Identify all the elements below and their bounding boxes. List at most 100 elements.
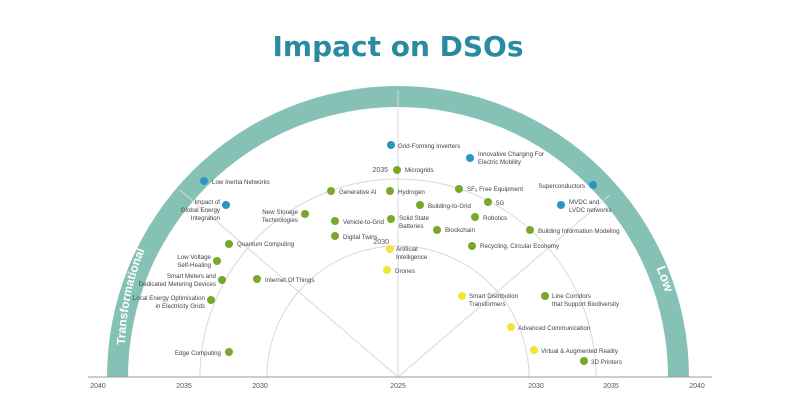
technology-label: Building-to-Grid (428, 203, 472, 210)
technology-point: SF₆ Free Equipment (455, 185, 523, 193)
technology-dot (580, 357, 588, 365)
grid-spoke-left (179, 189, 399, 378)
technology-point: Microgrids (393, 166, 434, 174)
technology-dot (331, 232, 339, 240)
technology-label: SF₆ Free Equipment (467, 186, 523, 193)
technology-label: Virtual & Augmented Reality (541, 348, 619, 355)
technology-label: Robotics (483, 215, 507, 222)
technology-label: Edge Computing (175, 350, 222, 357)
axis-label: 2025 (390, 383, 406, 390)
axis-label: 2030 (528, 383, 544, 390)
technology-dot (200, 177, 208, 185)
technology-point: Advanced Communication (507, 323, 591, 332)
grid-spoke-right (397, 194, 611, 378)
technology-dot (541, 292, 549, 300)
technology-point: Hydrogen (386, 187, 425, 196)
technology-dot (433, 226, 441, 234)
technology-point: Building-to-Grid (416, 201, 472, 210)
ring-label-2030: 2030 (373, 239, 389, 246)
axis-labels: 2040 2035 2030 2025 2030 2035 2040 (90, 383, 705, 390)
technology-label: Quantum Computing (237, 241, 295, 248)
technology-label: Building Information Modeling (538, 228, 620, 235)
technology-point: Edge Computing (175, 348, 233, 357)
technology-dot (383, 266, 391, 274)
technology-dot (458, 292, 466, 300)
technology-dot (222, 201, 230, 209)
technology-dot (331, 217, 339, 225)
technology-dot (466, 154, 474, 162)
technology-point: Internet Of Things (253, 275, 314, 284)
technology-point: 5G (484, 198, 504, 207)
technology-dot (327, 187, 335, 195)
technology-label: Internet Of Things (265, 277, 314, 284)
technology-point: Digital Twins (331, 232, 378, 241)
technology-point: Virtual & Augmented Reality (530, 346, 619, 355)
technology-label: 5G (496, 200, 504, 207)
technology-point: Drones (383, 266, 415, 275)
technology-label: Generative AI (339, 189, 377, 196)
technology-dot (484, 198, 492, 206)
technology-point: 3D Printers (580, 357, 622, 366)
technology-dot (557, 201, 565, 209)
technology-label: Digital Twins (343, 234, 378, 241)
technology-label: Microgrids (405, 167, 434, 174)
axis-label: 2035 (603, 383, 619, 390)
technology-dot (471, 213, 479, 221)
technology-dot (387, 141, 395, 149)
technology-point: Building Information Modeling (526, 226, 620, 235)
axis-label: 2035 (176, 383, 192, 390)
technology-point: Generative AI (327, 187, 377, 196)
technology-dot (225, 240, 233, 248)
technology-dot (393, 166, 401, 174)
technology-dot (387, 215, 395, 223)
technology-dot (253, 275, 261, 283)
technology-dot (213, 257, 221, 265)
technology-label: Advanced Communication (518, 325, 591, 332)
technology-label: Recycling, Circular Economy (480, 243, 560, 250)
technology-label: Low Inertia Networks (212, 179, 270, 186)
technology-point: Low Inertia Networks (200, 177, 270, 186)
technology-dot (386, 245, 394, 253)
technology-point: Robotics (471, 213, 507, 222)
technology-label: Blockchain (445, 227, 475, 234)
technology-dot (416, 201, 424, 209)
technology-point: Grid-Forming Inverters (387, 141, 460, 150)
technology-point: Blockchain (433, 226, 475, 234)
technology-dot (207, 296, 215, 304)
technology-dot (526, 226, 534, 234)
technology-label: 3D Printers (591, 359, 622, 366)
technology-point: Recycling, Circular Economy (468, 242, 560, 250)
axis-label: 2030 (252, 383, 268, 390)
technology-point: Superconductors (538, 181, 597, 190)
technology-dot (589, 181, 597, 189)
technology-label: Superconductors (538, 183, 585, 190)
technology-label: Hydrogen (398, 189, 425, 196)
technology-dot (468, 242, 476, 250)
technology-point: Vehicle-to-Grid (331, 217, 384, 226)
technology-label: Grid-Forming Inverters (398, 143, 460, 150)
technology-dot (530, 346, 538, 354)
technology-point: Quantum Computing (225, 240, 295, 248)
axis-label: 2040 (689, 383, 705, 390)
technology-dot (301, 210, 309, 218)
axis-label: 2040 (90, 383, 106, 390)
technology-dot (507, 323, 515, 331)
radar-grid (88, 90, 712, 378)
